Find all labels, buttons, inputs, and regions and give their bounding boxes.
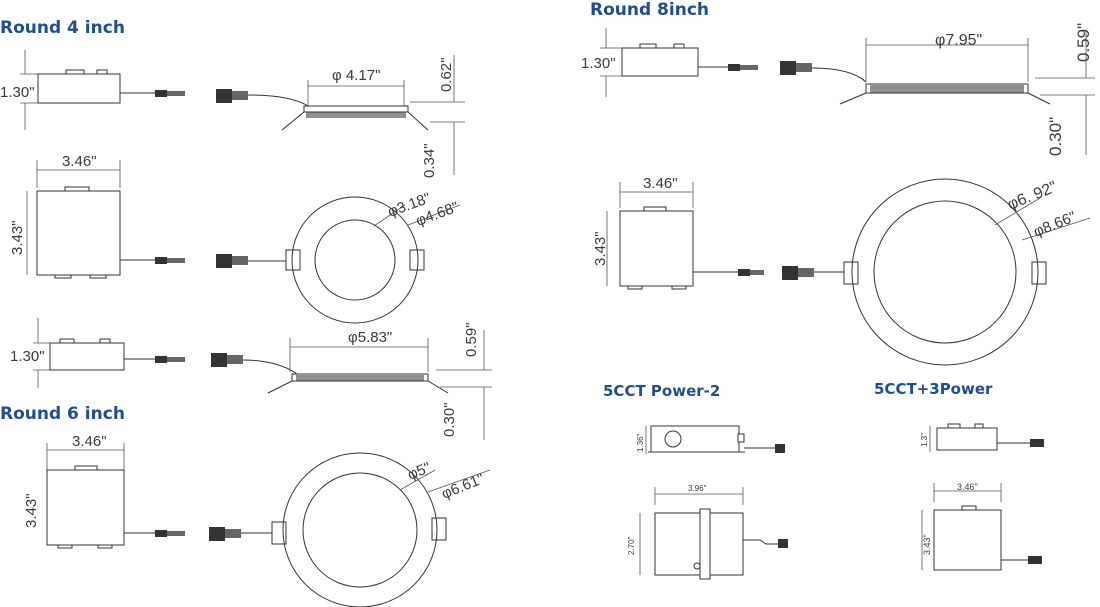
round4b-top-height-label: 0.59"	[463, 322, 480, 357]
round4-side-view: 1.30" φ 4.17" 0.62" 0.34"	[0, 50, 465, 178]
round6-driver-width-label: 3.46"	[72, 433, 107, 450]
round4-bottom-height-label: 0.34"	[421, 143, 438, 178]
title-round-8-inch: Round 8inch	[590, 0, 709, 20]
round6-inner-diameter-label: φ5"	[405, 459, 433, 484]
round4b-side-view: 1.30" φ5.83" 0.59" 0.30"	[10, 318, 492, 440]
power2-height-label: 2.70"	[627, 536, 636, 555]
power2-width-label: 3.96"	[688, 484, 707, 493]
round6-outer-circle	[282, 452, 438, 607]
title-5cct-3power: 5CCT+3Power	[874, 380, 993, 398]
round6-outer-diameter-label: φ6.61"	[439, 470, 486, 502]
title-round-6-inch: Round 6 inch	[0, 404, 125, 424]
round4-driver-side-box	[37, 73, 121, 104]
round8-driver-height-label-front: 3.43"	[592, 231, 609, 266]
round8-side-diameter-label: φ7.95"	[935, 32, 982, 49]
power3-top-box	[933, 509, 1002, 571]
round4b-driver-side-box	[49, 342, 125, 371]
power3-width-label: 3.46"	[957, 482, 978, 492]
title-round-4-inch: Round 4 inch	[0, 18, 125, 38]
power3-height-label: 3.43"	[922, 534, 932, 555]
power2-side-box	[650, 425, 740, 453]
round8-driver-height-label: 1.30"	[581, 55, 616, 72]
round4-driver-width-label: 3.46"	[62, 153, 97, 170]
round8-driver-width-label: 3.46"	[643, 175, 678, 192]
round8-outer-circle	[851, 178, 1039, 366]
round6-driver-front-box	[46, 469, 125, 546]
round8-inner-diameter-label: φ6. 92"	[1005, 179, 1059, 214]
power2-top-box	[654, 512, 744, 576]
round4b-driver-height-label: 1.30"	[10, 348, 45, 365]
round8-top-height-label: 0.59"	[1074, 23, 1093, 62]
title-5cct-power-2: 5CCT Power-2	[603, 382, 721, 400]
round4-front-view: 3.46" 3.43" φ3.18" φ4.68"	[9, 153, 461, 324]
power3-drawings: 1.3" 3.46" 3.43"	[920, 423, 1044, 571]
round6-front-view: 3.46" 3.43" φ5" φ6.61"	[23, 433, 491, 607]
round8-outer-diameter-label: φ8.66"	[1031, 208, 1078, 240]
round8-bottom-height-label: 0.30"	[1046, 117, 1065, 156]
round4-driver-front-box	[36, 190, 121, 276]
round8-front-view: 3.46" 3.43" φ6. 92" φ8.66"	[592, 175, 1091, 366]
power3-side-height-label: 1.3"	[920, 433, 929, 447]
round4b-bottom-height-label: 0.30"	[441, 402, 458, 437]
round4-driver-height-label: 1.30"	[0, 84, 35, 101]
round6-driver-height-label: 3.43"	[23, 493, 40, 528]
round4-top-height-label: 0.62"	[438, 57, 455, 92]
round8-side-view: 1.30" φ7.95" 0.59" 0.30"	[581, 23, 1095, 156]
round8-driver-front-box	[619, 210, 694, 287]
round4-inner-circle	[314, 219, 396, 301]
power3-side-box	[936, 427, 998, 451]
round4b-side-diameter-label: φ5.83"	[348, 329, 392, 346]
round4-connector-male	[155, 90, 167, 97]
round4-driver-height-label-front: 3.43"	[9, 220, 26, 255]
round4-outer-circle	[291, 196, 419, 324]
round4-connector-female	[216, 89, 232, 103]
round6-inner-circle	[302, 472, 418, 588]
round8-inner-circle	[873, 200, 1017, 344]
round8-driver-side-box	[621, 47, 699, 77]
power2-drawings: 1.36" 3.96" 2.70"	[627, 425, 788, 580]
power2-side-height-label: 1.36"	[636, 433, 645, 452]
round4-side-diameter-label: φ 4.17"	[332, 67, 380, 84]
